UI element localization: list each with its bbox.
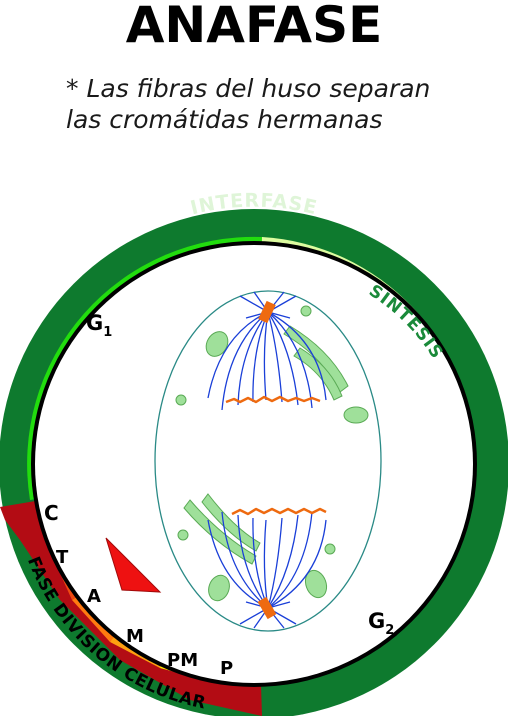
organelles: [175, 305, 369, 602]
chromatids-top: [225, 395, 321, 404]
chromatids-bottom: [231, 507, 327, 516]
label-g1: G1: [86, 311, 112, 340]
centrosome-bottom: [257, 596, 277, 620]
page-title: ANAFASE: [125, 0, 383, 54]
subtitle-line-1: * Las fibras del huso separan: [66, 74, 431, 103]
subtitle-line-2: las cromátidas hermanas: [66, 105, 383, 134]
subtitle: * Las fibras del huso separan las cromát…: [66, 73, 430, 135]
label-g2: G2: [368, 609, 394, 638]
label-m: M: [126, 626, 144, 647]
centrosome-top: [258, 300, 276, 324]
label-t: T: [56, 547, 69, 568]
label-p: P: [220, 658, 233, 679]
label-pm: PM: [167, 650, 198, 671]
cell-outline: [154, 290, 382, 632]
label-c: C: [44, 501, 59, 525]
phase-pointer: [105, 537, 162, 593]
label-a: A: [87, 586, 101, 607]
